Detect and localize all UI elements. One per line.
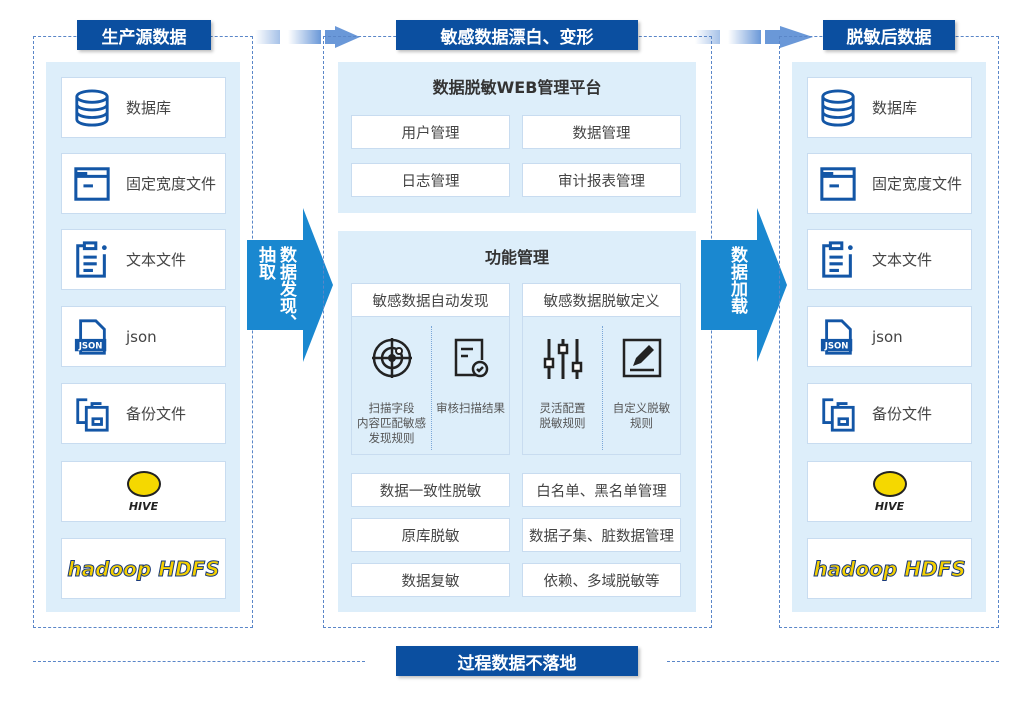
footer-line-left [33,661,365,662]
log-management-button[interactable]: 日志管理 [351,163,510,197]
item-label: 备份文件 [126,405,187,423]
masked-data-panel: 数据库 固定宽度文件 文本文件 json 备份文件 HIVE hadoop HD… [792,62,986,612]
load-arrow-label: 数据加载 [727,246,747,314]
target-item-hive: HIVE [807,461,972,522]
function-panel: 功能管理 敏感数据自动发现 扫描字段内容匹配敏感发现规则 审核扫描结果 敏感数据… [338,231,696,612]
item-label: 文本文件 [872,251,933,269]
platform-panel: 数据脱敏WEB管理平台 用户管理 数据管理 日志管理 审计报表管理 [338,62,696,213]
source-data-panel: 数据库 固定宽度文件 文本文件 json 备份文件 HIVE hadoop HD… [46,62,240,612]
backup-file-icon [72,394,112,434]
function-title: 功能管理 [484,248,549,267]
source-item-database: 数据库 [61,77,226,138]
masking-definition-box: 敏感数据脱敏定义 灵活配置脱敏规则 自定义脱敏规则 [522,283,681,455]
extract-arrow-label-2: 数据发现、 [276,246,296,331]
extract-arrow: 数据发现、 抽取 [247,208,335,362]
masking-title: 敏感数据漂白、变形 [396,20,638,50]
footer-line-right [667,661,999,662]
scan-rule-item: 扫描字段内容匹配敏感发现规则 [352,317,431,455]
json-file-icon [72,317,112,357]
item-label: json [872,327,903,346]
masking-definition-title: 敏感数据脱敏定义 [523,284,680,317]
item-label: 数据库 [872,99,918,117]
auto-discovery-box: 敏感数据自动发现 扫描字段内容匹配敏感发现规则 审核扫描结果 [351,283,510,455]
item-label: json [126,327,157,346]
item-label: 文本文件 [126,251,187,269]
text-file-icon [72,240,112,280]
sub-label-line: 审核扫描结果 [436,401,505,415]
masked-data-title: 脱敏后数据 [823,20,955,50]
top-flow-arrow-right [695,26,815,48]
data-management-button[interactable]: 数据管理 [522,115,681,149]
hadoop-hdfs-logo: hadoop HDFS [813,556,966,581]
source-item-backup-file: 备份文件 [61,383,226,444]
item-label: 固定宽度文件 [126,175,217,193]
audit-document-icon [454,338,489,378]
item-label: 固定宽度文件 [872,175,963,193]
subset-dirty-data-button[interactable]: 数据子集、脏数据管理 [522,518,681,552]
sub-label-line: 灵活配置 [539,401,586,415]
json-file-icon [818,317,858,357]
hive-logo: HIVE [126,470,161,513]
text-file-icon [818,240,858,280]
top-flow-arrow-left [255,26,365,48]
hive-logo: HIVE [872,470,907,513]
target-item-hadoop-hdfs: hadoop HDFS [807,538,972,599]
database-icon [818,88,858,128]
target-scan-icon [372,338,412,378]
source-item-hadoop-hdfs: hadoop HDFS [61,538,226,599]
sub-label-line: 发现规则 [368,431,415,445]
target-item-json: json [807,306,972,367]
custom-rule-item: 自定义脱敏规则 [602,317,681,455]
re-masking-button[interactable]: 数据复敏 [351,563,510,597]
sub-label-line: 自定义脱敏 [612,401,671,415]
platform-title: 数据脱敏WEB管理平台 [432,78,602,97]
user-management-button[interactable]: 用户管理 [351,115,510,149]
flexible-rule-item: 灵活配置脱敏规则 [523,317,602,455]
hadoop-hdfs-logo: hadoop HDFS [67,556,220,581]
sliders-icon [543,339,583,379]
auto-discovery-title: 敏感数据自动发现 [352,284,509,317]
sub-label-line: 脱敏规则 [539,416,586,430]
target-item-fixed-width-file: 固定宽度文件 [807,153,972,214]
sub-label-line: 规则 [630,416,653,430]
item-label: 备份文件 [872,405,933,423]
in-place-masking-button[interactable]: 原库脱敏 [351,518,510,552]
source-item-text-file: 文本文件 [61,229,226,290]
dependency-multidomain-button[interactable]: 依赖、多域脱敏等 [522,563,681,597]
item-label: 数据库 [126,99,172,117]
fixed-width-file-icon [818,164,858,204]
footer-badge: 过程数据不落地 [396,646,638,676]
whitelist-blacklist-button[interactable]: 白名单、黑名单管理 [522,473,681,507]
extract-arrow-label-1: 抽取 [255,246,275,280]
source-data-title: 生产源数据 [77,20,211,50]
target-item-database: 数据库 [807,77,972,138]
audit-scan-item: 审核扫描结果 [431,317,510,455]
fixed-width-file-icon [72,164,112,204]
sub-label-line: 内容匹配敏感 [357,416,426,430]
database-icon [72,88,112,128]
source-item-json: json [61,306,226,367]
source-item-fixed-width-file: 固定宽度文件 [61,153,226,214]
sub-label-line: 扫描字段 [368,401,415,415]
load-arrow: 数据加载 [701,208,789,362]
consistency-masking-button[interactable]: 数据一致性脱敏 [351,473,510,507]
target-item-backup-file: 备份文件 [807,383,972,444]
backup-file-icon [818,394,858,434]
edit-icon [622,338,662,378]
audit-report-button[interactable]: 审计报表管理 [522,163,681,197]
source-item-hive: HIVE [61,461,226,522]
target-item-text-file: 文本文件 [807,229,972,290]
